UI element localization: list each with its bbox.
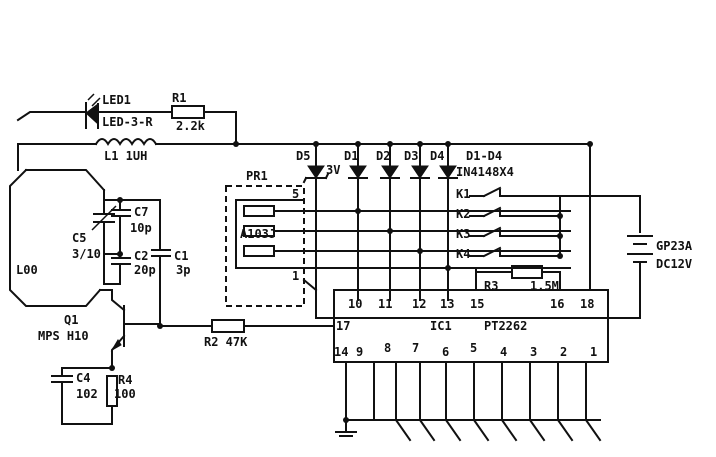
label-pt2262: PT2262 [484,319,527,333]
resistor-r2 [211,319,335,333]
label-d5-value: 3V [326,163,340,177]
label-ic1: IC1 [430,319,452,333]
label-pin-1: 1 [590,345,597,359]
battery-gp23a [315,143,653,319]
label-pin-13: 13 [440,297,454,311]
label-r1: R1 [172,91,186,105]
label-pr1: PR1 [246,169,268,183]
label-c4-value: 102 [76,387,98,401]
label-c1: C1 [174,249,188,263]
led1-branch [16,93,237,145]
label-d3: D3 [404,149,418,163]
label-d1-d4: D1-D4 [466,149,502,163]
label-l1: L1 1UH [104,149,147,163]
label-pin-12: 12 [412,297,426,311]
transistor-q1 [110,289,213,369]
label-d4: D4 [430,149,444,163]
label-r4: R4 [118,373,132,387]
pr1-network [225,185,571,307]
label-d2: D2 [376,149,390,163]
label-q1: Q1 [64,313,78,327]
label-pin-4: 4 [500,345,507,359]
label-k2: K2 [456,207,470,221]
label-pin-6: 6 [442,345,449,359]
label-r1-value: 2.2k [176,119,206,133]
label-a103j: A103J [240,227,276,241]
label-pin-15: 15 [470,297,484,311]
label-pin-18: 18 [580,297,594,311]
label-pin-9: 9 [356,345,363,359]
label-mps: MPS H10 [38,329,89,343]
label-c2: C2 [134,249,148,263]
resistor-r3 [475,265,561,291]
label-pin-11: 11 [378,297,392,311]
labels: LED1 LED-3-R R1 2.2k L1 1UH D5 3V D1 D2 … [16,91,693,401]
label-d1: D1 [344,149,358,163]
label-r2: R2 47K [204,335,248,349]
label-k4: K4 [456,247,470,261]
label-gp23a: GP23A [656,239,693,253]
label-k1: K1 [456,187,470,201]
label-pr1-pin5: 5 [292,187,299,201]
label-pin-14: 14 [334,345,348,359]
label-pin-2: 2 [560,345,567,359]
label-r3: R3 [484,279,498,293]
key-switches [469,186,641,258]
label-c2-value: 20p [134,263,156,277]
label-c5: C5 [72,231,86,245]
label-led3r: LED-3-R [102,115,153,129]
label-c7-value: 10p [130,221,152,235]
label-pin-10: 10 [348,297,362,311]
label-r3-value: 1.5M [530,279,559,293]
junction-dots [109,141,593,423]
label-l00: L00 [16,263,38,277]
l1-inductor [17,138,591,171]
label-r4-value: 100 [114,387,136,401]
label-led1: LED1 [102,93,131,107]
label-pin-16: 16 [550,297,564,311]
label-pin-7: 7 [412,341,419,355]
label-pr1-pin1: 1 [292,269,299,283]
label-pin-5: 5 [470,341,477,355]
label-c7: C7 [134,205,148,219]
label-pin-3: 3 [530,345,537,359]
oscillator-caps [91,189,171,327]
label-c5-value: 3/10 [72,247,101,261]
label-dc12v: DC12V [656,257,692,271]
emitter-network [51,367,118,425]
label-pin-8: 8 [384,341,391,355]
ic1-pt2262 [315,289,609,363]
label-in4148: IN4148X4 [456,165,514,179]
label-d5: D5 [296,149,310,163]
loop-antenna-l00 [9,168,106,307]
label-k3: K3 [456,227,470,241]
label-c4: C4 [76,371,90,385]
diode-array [302,143,458,301]
label-pin-17: 17 [336,319,350,333]
label-c1-value: 3p [176,263,190,277]
address-pins [335,361,602,442]
